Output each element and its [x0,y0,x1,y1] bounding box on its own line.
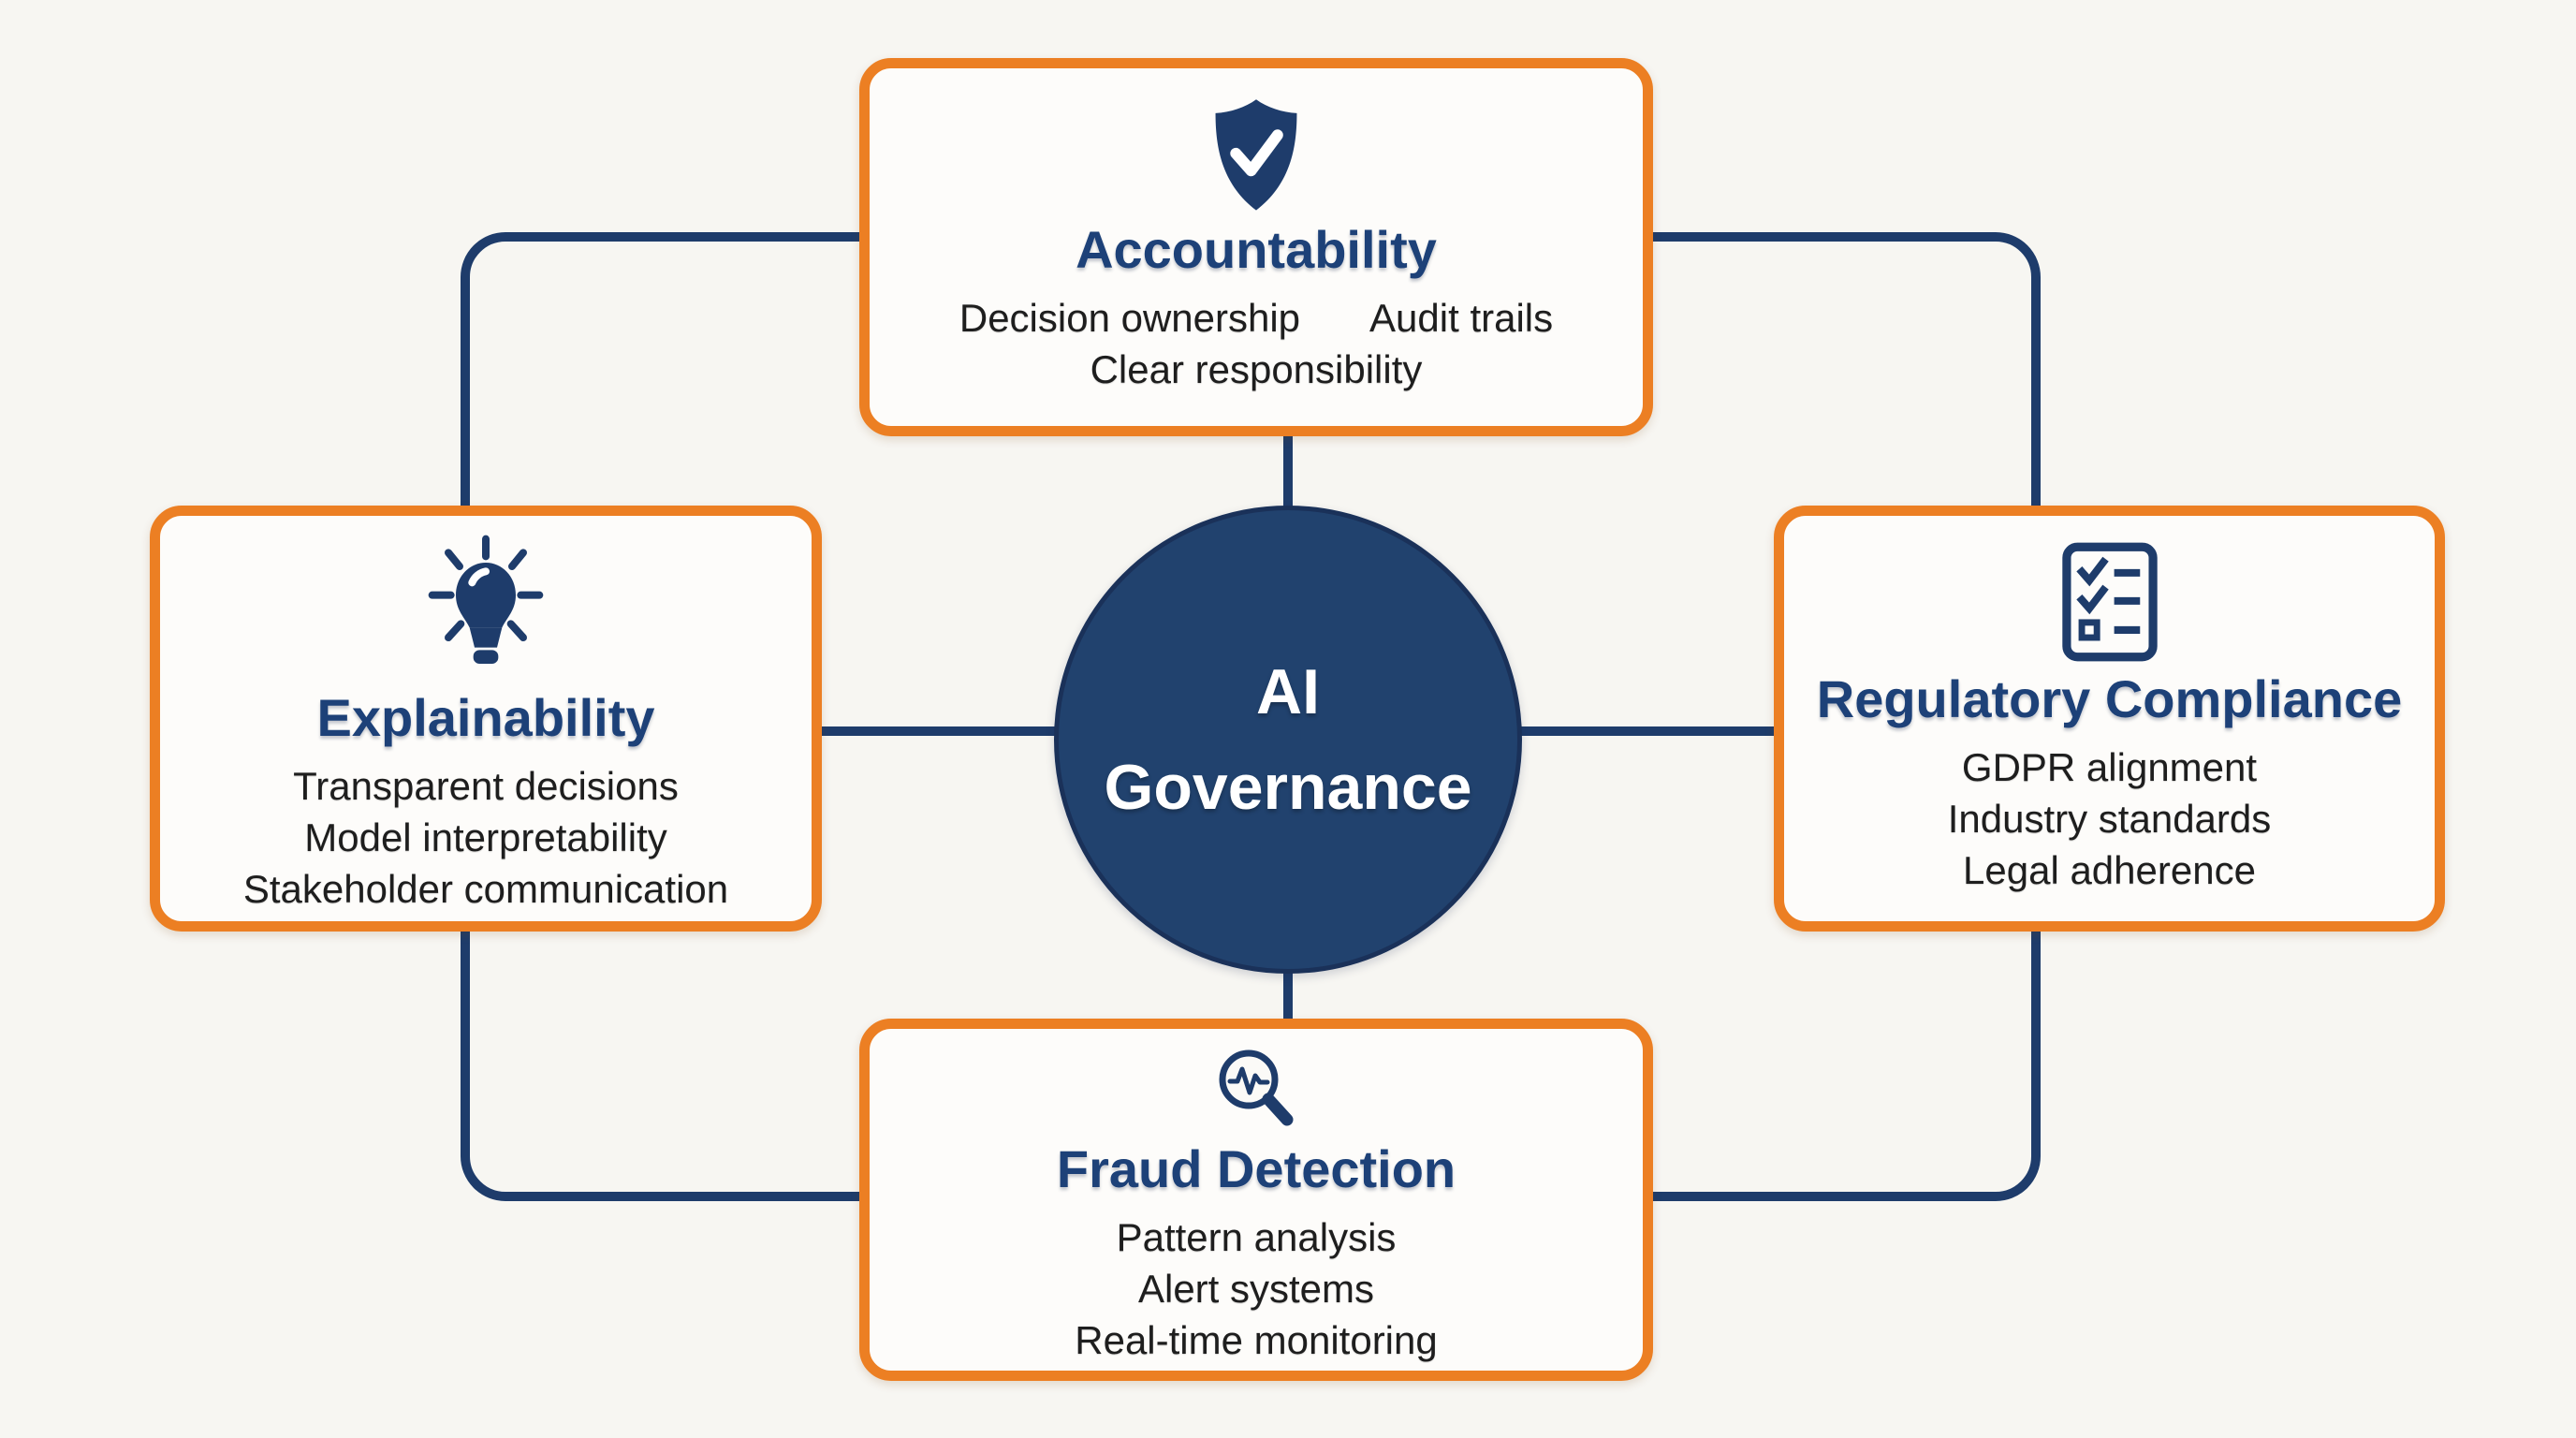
accountability-box: Accountability Decision ownership Audit … [859,58,1653,436]
fraud-detection-title: Fraud Detection [1056,1139,1456,1198]
fraud-item-1: Pattern analysis [1116,1215,1397,1260]
lightbulb-icon [407,533,564,682]
magnifier-pulse-icon [1209,1044,1303,1134]
regulatory-item-3: Legal adherence [1963,847,2256,892]
explainability-item-3: Stakeholder communication [242,866,729,911]
explainability-box: Explainability Transparent decisions Mod… [150,506,822,932]
fraud-item-3: Real-time monitoring [1075,1317,1438,1362]
hub-title-line2: Governance [1104,752,1472,823]
hub-title-line1: AI [1256,656,1320,727]
explainability-item-2: Model interpretability [304,814,667,859]
ai-governance-hub: AI Governance [1054,506,1522,974]
regulatory-compliance-items: GDPR alignment Industry standards Legal … [1948,742,2272,896]
accountability-title: Accountability [1076,220,1437,279]
shield-check-icon [1204,96,1309,214]
explainability-items: Transparent decisions Model interpretabi… [243,761,728,915]
fraud-detection-items: Pattern analysis Alert systems Real-time… [1075,1212,1437,1366]
checklist-icon [2060,540,2159,664]
accountability-item-2: Audit trails [1369,296,1554,341]
explainability-item-1: Transparent decisions [293,764,679,809]
explainability-title: Explainability [316,688,655,747]
regulatory-compliance-title: Regulatory Compliance [1816,669,2403,728]
accountability-item-1: Decision ownership [959,296,1301,341]
accountability-row: Decision ownership Audit trails [959,293,1553,345]
regulatory-item-1: GDPR alignment [1961,745,2258,790]
accountability-items: Decision ownership Audit trails Clear re… [959,293,1553,395]
accountability-item-3: Clear responsibility [1090,346,1423,391]
fraud-detection-box: Fraud Detection Pattern analysis Alert s… [859,1019,1653,1381]
fraud-item-2: Alert systems [1137,1266,1375,1311]
regulatory-compliance-box: Regulatory Compliance GDPR alignment Ind… [1774,506,2445,932]
regulatory-item-2: Industry standards [1947,796,2272,841]
